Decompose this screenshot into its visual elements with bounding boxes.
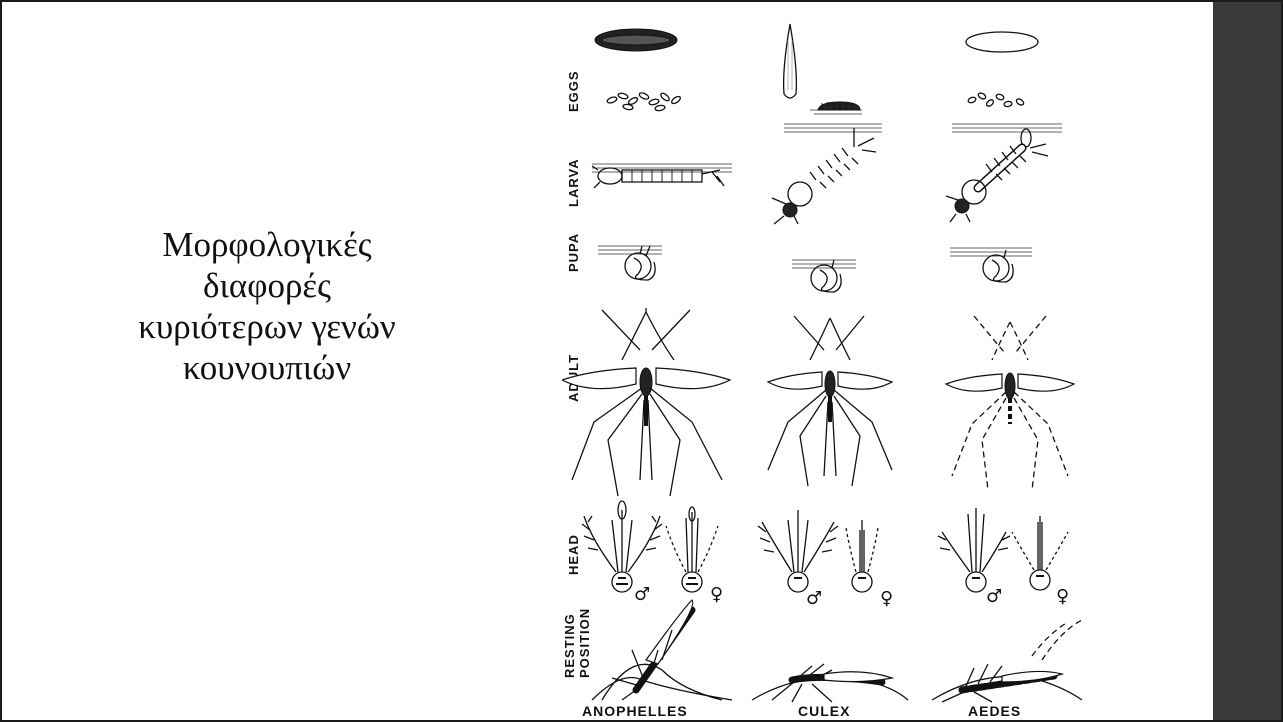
larva-anophelles: [592, 164, 732, 188]
resting-aedes: [932, 620, 1082, 702]
adult-culex: [768, 316, 892, 486]
column-label-aedes: AEDES: [968, 703, 1021, 719]
title-line-4: κουνουπιών: [62, 347, 472, 388]
female-symbol-aedes: ♀: [1056, 586, 1069, 607]
title-line-2: διαφορές: [62, 265, 472, 306]
title-line-3: κυριότερων γενών: [62, 306, 472, 347]
adult-anophelles: [562, 308, 730, 496]
mosquito-comparison-figure: EGGS LARVA PUPA ADULT HEAD RESTING POSIT…: [562, 10, 1082, 722]
female-symbol-anophelles: ♀: [710, 584, 723, 605]
resting-culex: [752, 664, 908, 702]
row-label-eggs: EGGS: [566, 70, 581, 112]
head-culex: ♂ ♀: [758, 510, 893, 609]
eggs-culex: [784, 24, 862, 114]
male-symbol-anophelles: ♂: [634, 584, 650, 605]
male-symbol-aedes: ♂: [986, 586, 1002, 607]
title-line-1: Μορφολογικές: [62, 224, 472, 265]
eggs-aedes: [966, 32, 1038, 107]
head-anophelles: ♂ ♀: [582, 501, 723, 605]
head-aedes: ♂ ♀: [938, 508, 1069, 607]
eggs-anophelles: [595, 29, 682, 111]
row-label-head: HEAD: [566, 534, 581, 575]
female-symbol-culex: ♀: [880, 588, 893, 609]
right-dark-band: [1213, 2, 1283, 722]
adult-aedes: [946, 316, 1074, 490]
row-label-resting: RESTING: [562, 613, 577, 678]
larva-aedes: [946, 124, 1062, 222]
row-label-larva: LARVA: [566, 158, 581, 207]
resting-anophelles: [592, 600, 732, 700]
pupa-aedes: [950, 248, 1032, 282]
pupa-culex: [792, 260, 856, 292]
pupa-anophelles: [598, 246, 662, 280]
slide-title: Μορφολογικές διαφορές κυριότερων γενών κ…: [62, 224, 472, 388]
mosquito-diagram: EGGS LARVA PUPA ADULT HEAD RESTING POSIT…: [562, 10, 1082, 722]
male-symbol-culex: ♂: [806, 588, 822, 609]
row-label-position: POSITION: [577, 608, 592, 678]
larva-culex: [772, 124, 882, 224]
row-label-pupa: PUPA: [566, 233, 581, 272]
column-label-anophelles: ANOPHELLES: [582, 703, 688, 719]
column-label-culex: CULEX: [798, 703, 850, 719]
